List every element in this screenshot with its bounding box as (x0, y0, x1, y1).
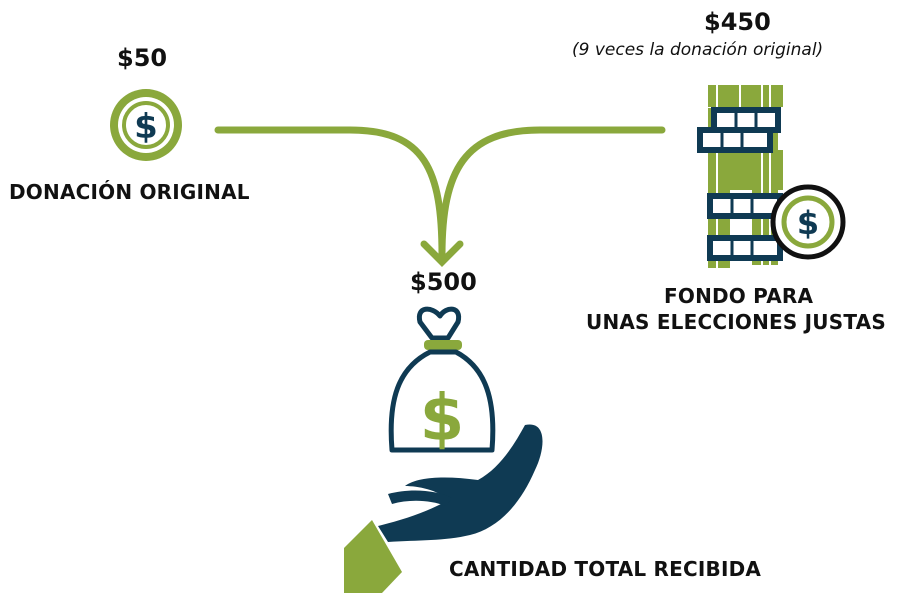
left-label: DONACIÓN ORIGINAL (9, 180, 250, 204)
bag-dollar-sign: $ (420, 382, 465, 456)
right-label-line2: UNAS ELECCIONES JUSTAS (586, 310, 886, 334)
right-flow-arrow (438, 126, 666, 259)
center-label: CANTIDAD TOTAL RECIBIDA (449, 557, 762, 581)
stacked-bills-with-coin-icon: $ (697, 85, 846, 268)
right-amount: $450 (704, 8, 771, 36)
coin-dollar-sign: $ (797, 204, 819, 242)
money-bag-icon: $ (388, 306, 496, 456)
right-label-line1: FONDO PARA (664, 284, 814, 308)
center-amount: $500 (410, 268, 477, 296)
dollar-coin-icon: $ (110, 89, 182, 161)
left-flow-arrow (214, 126, 446, 259)
right-note: (9 veces la donación original) (572, 40, 824, 60)
hand-icon (344, 424, 543, 593)
arrowhead (420, 240, 464, 267)
coin-dollar-sign: $ (134, 107, 158, 147)
flow-arrows (214, 126, 666, 267)
left-amount: $50 (117, 44, 168, 72)
